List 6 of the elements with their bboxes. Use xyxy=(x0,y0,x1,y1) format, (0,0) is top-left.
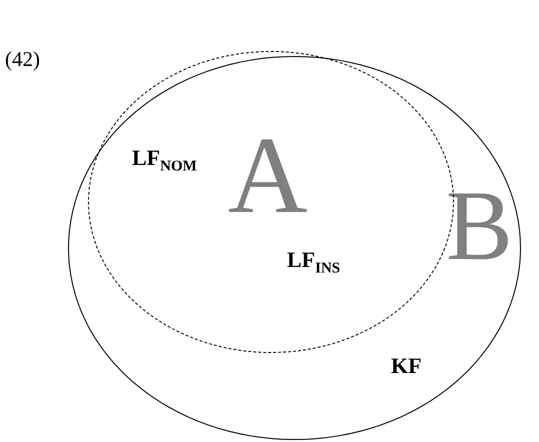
region-label: LF$_{NOM}$ xyxy=(132,147,197,174)
region-label: KF xyxy=(391,355,422,377)
region-letter: A xyxy=(228,120,308,230)
region-letter: B xyxy=(446,176,513,276)
example-number: (42) xyxy=(5,49,40,70)
region-label: LF$_{INS}$ xyxy=(287,249,340,276)
